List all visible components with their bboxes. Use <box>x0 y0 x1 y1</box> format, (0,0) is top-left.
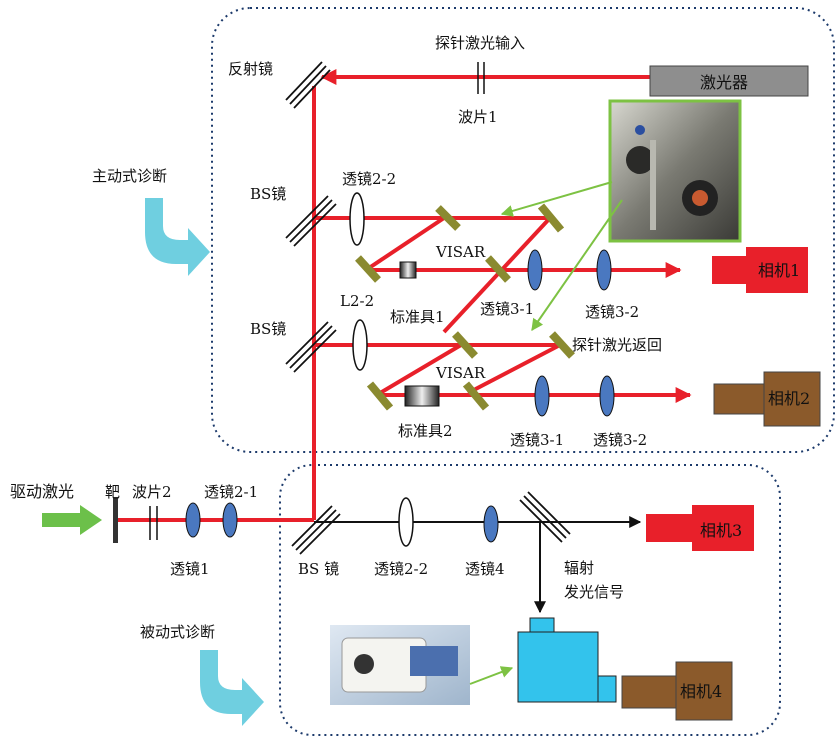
active-diagnostics-label: 主动式诊断 <box>92 167 167 185</box>
spectrometer-photo <box>330 625 470 705</box>
laser-source <box>649 65 809 97</box>
probe-input-label: 探针激光输入 <box>435 34 525 52</box>
green-pointer-2 <box>469 666 514 685</box>
etalon2-label: 标准具2 <box>398 422 453 440</box>
probe-return-label: 探针激光返回 <box>572 336 662 354</box>
beam-splitter-3 <box>291 505 341 555</box>
etalon1-label: 标准具1 <box>390 308 445 326</box>
camera3-label: 相机3 <box>700 521 742 540</box>
l22-label: L2-2 <box>340 292 374 310</box>
waveplate1-label: 波片1 <box>458 108 498 126</box>
beam-splitter-1 <box>285 195 337 247</box>
lens4-label: 透镜4 <box>465 560 505 578</box>
visar-mirrors <box>355 203 575 411</box>
curved-arrow-icon <box>145 198 210 276</box>
lens31a-label: 透镜3-1 <box>480 300 534 318</box>
camera1-label: 相机1 <box>758 261 800 280</box>
lens-4 <box>483 505 499 543</box>
target-label: 靶 <box>105 483 120 501</box>
spectrometer <box>517 617 617 703</box>
drive-laser-arrow <box>42 505 102 535</box>
lens-1 <box>185 502 201 538</box>
passive-diagnostics-label: 被动式诊断 <box>140 623 215 641</box>
lens1-label: 透镜1 <box>170 560 210 578</box>
bs3-label: BS 镜 <box>298 560 339 578</box>
beam-splitter-4 <box>519 491 571 543</box>
lens-2-2-bottom <box>398 497 414 547</box>
mirror-label: 反射镜 <box>228 60 273 78</box>
waveplate2-label: 波片2 <box>132 483 172 501</box>
camera-4: 相机4 <box>621 661 733 721</box>
lens-2-2-top <box>349 192 365 246</box>
bs1-label: BS镜 <box>250 185 286 203</box>
photo-thumbnail <box>608 99 742 243</box>
lens22-top-label: 透镜2-2 <box>342 170 396 188</box>
waveplate-1 <box>477 62 485 94</box>
green-pointers <box>500 181 623 331</box>
bs2-label: BS镜 <box>250 320 286 338</box>
camera2-label: 相机2 <box>768 389 810 408</box>
lens31b-label: 透镜3-1 <box>510 431 564 449</box>
beam-splitter-2 <box>285 321 337 373</box>
camera-3: 相机3 <box>646 505 754 551</box>
curved-arrow-2-icon <box>200 650 264 726</box>
probe-beam-paths <box>118 69 692 522</box>
camera-2: 相机2 <box>713 371 821 427</box>
visar2-label: VISAR <box>435 364 486 382</box>
lens-3-1-b <box>534 375 550 417</box>
mirror-icon <box>285 61 331 109</box>
lens22-bottom-label: 透镜2-2 <box>374 560 428 578</box>
lens-2-1 <box>222 502 238 538</box>
radiation-label-2: 发光信号 <box>564 583 624 601</box>
camera-icon: 相机1 <box>712 247 808 293</box>
visar1-label: VISAR <box>435 243 486 261</box>
lens32a-label: 透镜3-2 <box>585 303 639 321</box>
laser-label: 激光器 <box>700 73 748 92</box>
passive-diagnostics-box <box>279 464 781 736</box>
etalon-1 <box>399 261 417 279</box>
lens-3-2-a <box>596 249 612 291</box>
lens-3-1-a <box>527 249 543 291</box>
waveplate-2 <box>149 506 158 540</box>
etalon-2 <box>404 385 440 407</box>
drive-label: 驱动激光 <box>10 482 74 501</box>
lens32b-label: 透镜3-2 <box>593 431 647 449</box>
lens21-label: 透镜2-1 <box>204 483 258 501</box>
camera4-label: 相机4 <box>680 682 722 701</box>
target <box>113 497 118 543</box>
radiation-label-1: 辐射 <box>564 559 594 577</box>
lens-l2-2 <box>352 319 368 371</box>
lens-3-2-b <box>599 375 615 417</box>
